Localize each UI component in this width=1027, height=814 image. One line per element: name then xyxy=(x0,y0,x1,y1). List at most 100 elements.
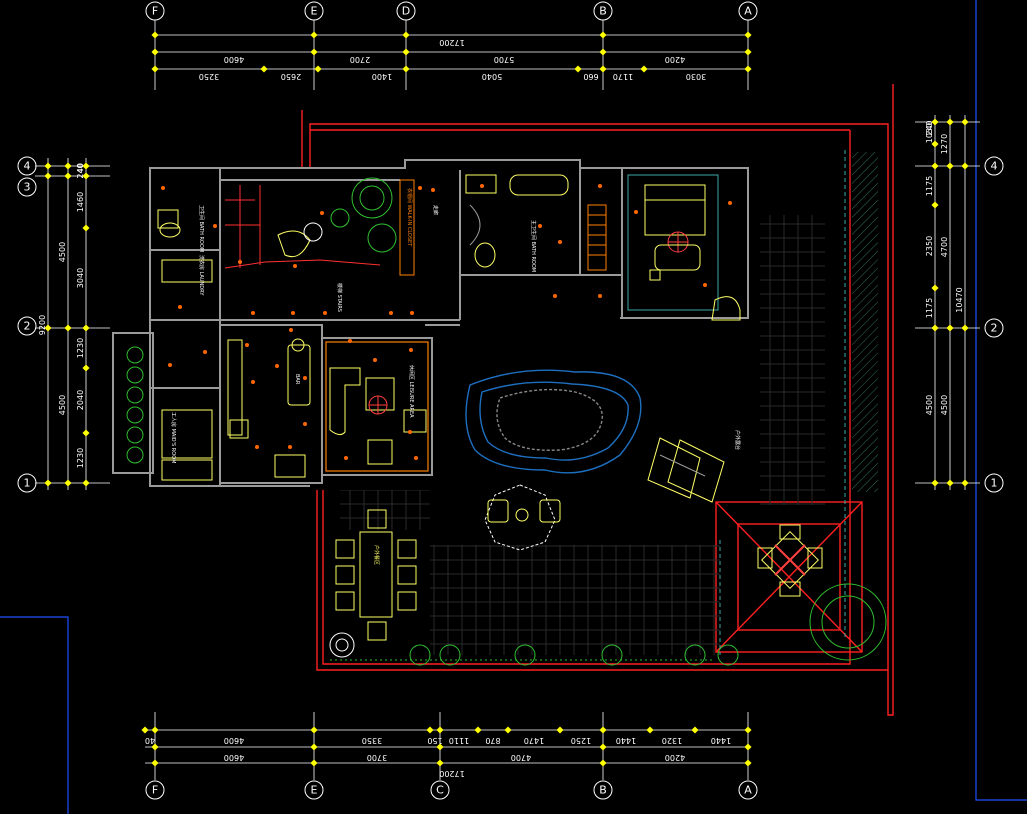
bottom-dim-tick xyxy=(744,759,752,767)
bottom-dim-bay: 3700 xyxy=(367,753,387,762)
bottom-dim-tick xyxy=(474,726,482,734)
left-dim-tick xyxy=(64,324,72,332)
bottom-axis-bubble-label: B xyxy=(599,784,607,797)
top-dim-detail: 2650 xyxy=(281,72,301,81)
top-dim-detail: 1400 xyxy=(372,72,392,81)
bottom-dim-detail: 3350 xyxy=(362,736,382,745)
bottom-axis-bubble: F xyxy=(145,780,165,800)
bottom-dim-tick xyxy=(744,743,752,751)
left-dim-tick xyxy=(82,429,90,437)
right-dim-tick xyxy=(961,118,969,126)
bottom-dim-bay: 4700 xyxy=(511,753,531,762)
top-dim-tick xyxy=(744,31,752,39)
right-dim-tick xyxy=(931,284,939,292)
top-dim-tick xyxy=(314,65,322,73)
left-dim-tick xyxy=(82,162,90,170)
bottom-dim-detail: 1250 xyxy=(571,736,591,745)
right-dim-tick xyxy=(931,201,939,209)
left-axis-bubble: 4 xyxy=(17,156,37,176)
bottom-axis-bubble: C xyxy=(430,780,450,800)
left-dim-bay: 4500 xyxy=(58,242,67,262)
bottom-dim-tick xyxy=(310,759,318,767)
top-dim-bay: 4600 xyxy=(224,55,244,64)
lounge-chairs xyxy=(647,437,725,503)
right-dim-tick xyxy=(931,162,939,170)
top-axis-bubble: F xyxy=(145,1,165,21)
top-dim-overall: 17200 xyxy=(439,38,464,47)
left-dim-tick xyxy=(44,324,52,332)
top-axis-bubble: B xyxy=(593,1,613,21)
label-laundry: 洗衣房 LAUNDRY xyxy=(198,255,205,296)
left-dim-tick xyxy=(82,324,90,332)
bottom-dim-tick xyxy=(151,726,159,734)
pavilion-table xyxy=(757,524,823,597)
left-axis-bubble: 1 xyxy=(17,473,37,493)
top-axis-bubble-label: E xyxy=(311,5,318,18)
left-dim-tick xyxy=(64,479,72,487)
top-dim-tick xyxy=(744,65,752,73)
left-axis-bubble-label: 4 xyxy=(24,160,31,173)
right-dim-detail: 240 xyxy=(925,120,934,135)
right-dim-tick xyxy=(946,162,954,170)
left-dim-overall: 9200 xyxy=(38,315,47,335)
stairs xyxy=(224,185,381,269)
top-axis-bubble-label: B xyxy=(599,5,607,18)
left-dim-tick xyxy=(64,172,72,180)
bottom-dim-detail: 1110 xyxy=(449,736,469,745)
bottom-dim-overall: 17200 xyxy=(439,769,464,778)
master-bedroom-furniture xyxy=(627,174,741,321)
right-dim-tick xyxy=(946,479,954,487)
label-leisure: 休闲区 LEISURE AREA xyxy=(408,365,415,418)
top-dim-tick xyxy=(402,48,410,56)
left-axis-bubble: 2 xyxy=(17,316,37,336)
bottom-dim-tick xyxy=(310,743,318,751)
bottom-dim-tick xyxy=(436,726,444,734)
label-corridor: 走廊 xyxy=(432,205,439,215)
right-dim-tick xyxy=(931,324,939,332)
bottom-dim-detail: 1320 xyxy=(662,736,682,745)
left-dim-tick xyxy=(44,162,52,170)
right-dim-tick xyxy=(931,479,939,487)
top-dim-tick xyxy=(402,31,410,39)
bottom-dim-detail: 870 xyxy=(485,736,500,745)
right-dim-detail: 2350 xyxy=(925,236,934,256)
top-dim-detail: 1170 xyxy=(613,72,633,81)
bottom-axis-bubble: A xyxy=(738,780,758,800)
bottom-dim-detail: 150 xyxy=(427,736,442,745)
left-axis-bubble-label: 3 xyxy=(24,181,31,194)
left-dim-tick xyxy=(44,479,52,487)
left-dim-detail: 3040 xyxy=(76,268,85,288)
top-axis-bubble-label: A xyxy=(744,5,752,18)
bottom-dim-detail: 1470 xyxy=(524,736,544,745)
right-dim-tick xyxy=(961,479,969,487)
bottom-dim-bay: 4200 xyxy=(665,753,685,762)
bottom-dim-tick xyxy=(599,759,607,767)
bottom-axis-bubble-label: C xyxy=(436,784,444,797)
right-dim-bay: 4500 xyxy=(940,395,949,415)
bottom-dim-tick xyxy=(436,759,444,767)
right-dim-detail: 1030 xyxy=(925,123,934,143)
light-fixtures xyxy=(161,184,732,460)
bath-fixtures xyxy=(157,174,569,481)
bottom-dim-detail: 1440 xyxy=(616,736,636,745)
bottom-dim-detail: 1440 xyxy=(711,736,731,745)
bottom-dim-tick xyxy=(744,726,752,734)
top-dim-tick xyxy=(599,48,607,56)
building-walls xyxy=(112,159,749,487)
left-axis-bubble-label: 2 xyxy=(24,320,31,333)
right-dim-bay: 4700 xyxy=(940,237,949,257)
bottom-dim-bay: 4600 xyxy=(224,753,244,762)
label-terrace: 户外露台 xyxy=(734,430,741,450)
bottom-dim-tick xyxy=(151,759,159,767)
top-dim-detail: 660 xyxy=(583,72,598,81)
stair-treads xyxy=(399,179,607,276)
bottom-dim-tick xyxy=(556,726,564,734)
bottom-axis-bubble-label: E xyxy=(311,784,318,797)
label-walk-in: 衣帽间 WALK-IN CLOSET xyxy=(406,188,413,247)
bottom-dim-tick xyxy=(151,743,159,751)
right-dim-detail: 4500 xyxy=(925,395,934,415)
